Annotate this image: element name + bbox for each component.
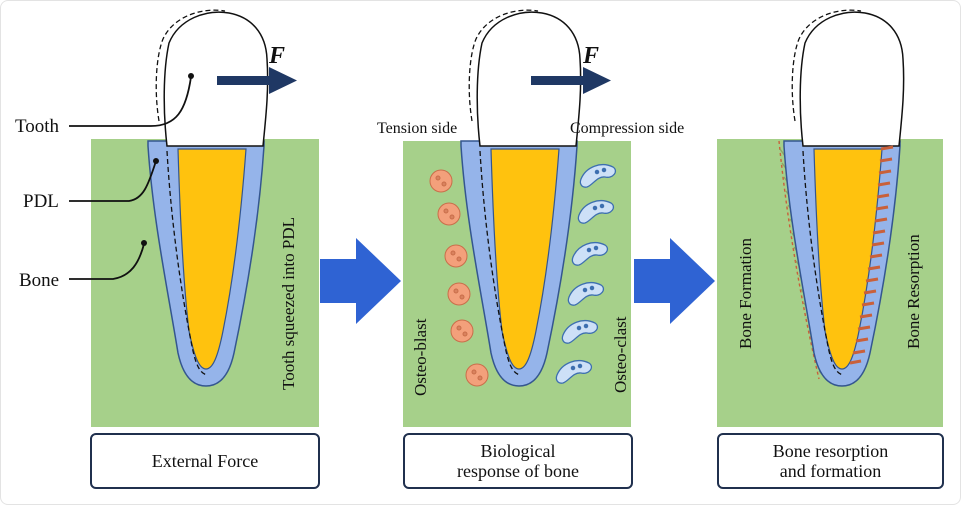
osteoclast-cell: [561, 320, 599, 344]
osteoclast-cell: [567, 282, 605, 306]
leader-lines: [69, 73, 194, 280]
osteoblast-cell: [447, 282, 471, 306]
osteoclast-cell: [571, 242, 609, 266]
osteoblast-cells: [429, 169, 489, 387]
pdl-leader: [69, 160, 157, 202]
osteoclast-cell: [579, 164, 617, 188]
force-arrow-2: [531, 67, 611, 94]
osteoclast-cell: [555, 360, 593, 384]
osteoblast-cell: [429, 169, 453, 193]
osteoblast-label: Osteo-blast: [411, 318, 430, 396]
compression-side-label: Compression side: [570, 120, 684, 137]
panel-biological-response: F Tension side Compression side Osteo-bl…: [377, 9, 684, 427]
osteoclast-label: Osteo-clast: [611, 316, 630, 393]
bone-formation-label: Bone Formation: [736, 238, 755, 349]
pdl-label: PDL: [23, 191, 59, 212]
force-label-2: F: [582, 43, 599, 69]
panel-resorption-formation: Bone Formation Bone Resorption: [717, 9, 943, 427]
caption-biological-response: Biological response of bone: [403, 433, 633, 489]
process-arrow-2: [634, 238, 715, 324]
osteoblast-cell: [437, 202, 461, 226]
tension-side-label: Tension side: [377, 120, 457, 137]
bone-resorption-label: Bone Resorption: [904, 234, 923, 349]
resorption-hatching: [849, 145, 894, 365]
osteoclast-cells: [555, 164, 617, 384]
force-arrow-1: [217, 67, 297, 94]
caption-resorption-formation: Bone resorption and formation: [717, 433, 944, 489]
panel-external-force: F Tooth PDL Bone Tooth squeezed into PDL: [15, 9, 319, 427]
process-arrow-1: [320, 238, 401, 324]
bone-label: Bone: [19, 270, 59, 291]
tooth-label: Tooth: [15, 116, 60, 137]
osteoblast-cell: [450, 319, 474, 343]
osteoclast-cell: [577, 200, 615, 224]
force-label-1: F: [268, 43, 285, 69]
bone-leader: [69, 243, 145, 280]
squeezed-label: Tooth squeezed into PDL: [279, 217, 298, 390]
tooth-leader: [69, 76, 192, 127]
caption-external-force: External Force: [90, 433, 320, 489]
osteoblast-cell: [444, 244, 468, 268]
osteoblast-cell: [465, 363, 489, 387]
